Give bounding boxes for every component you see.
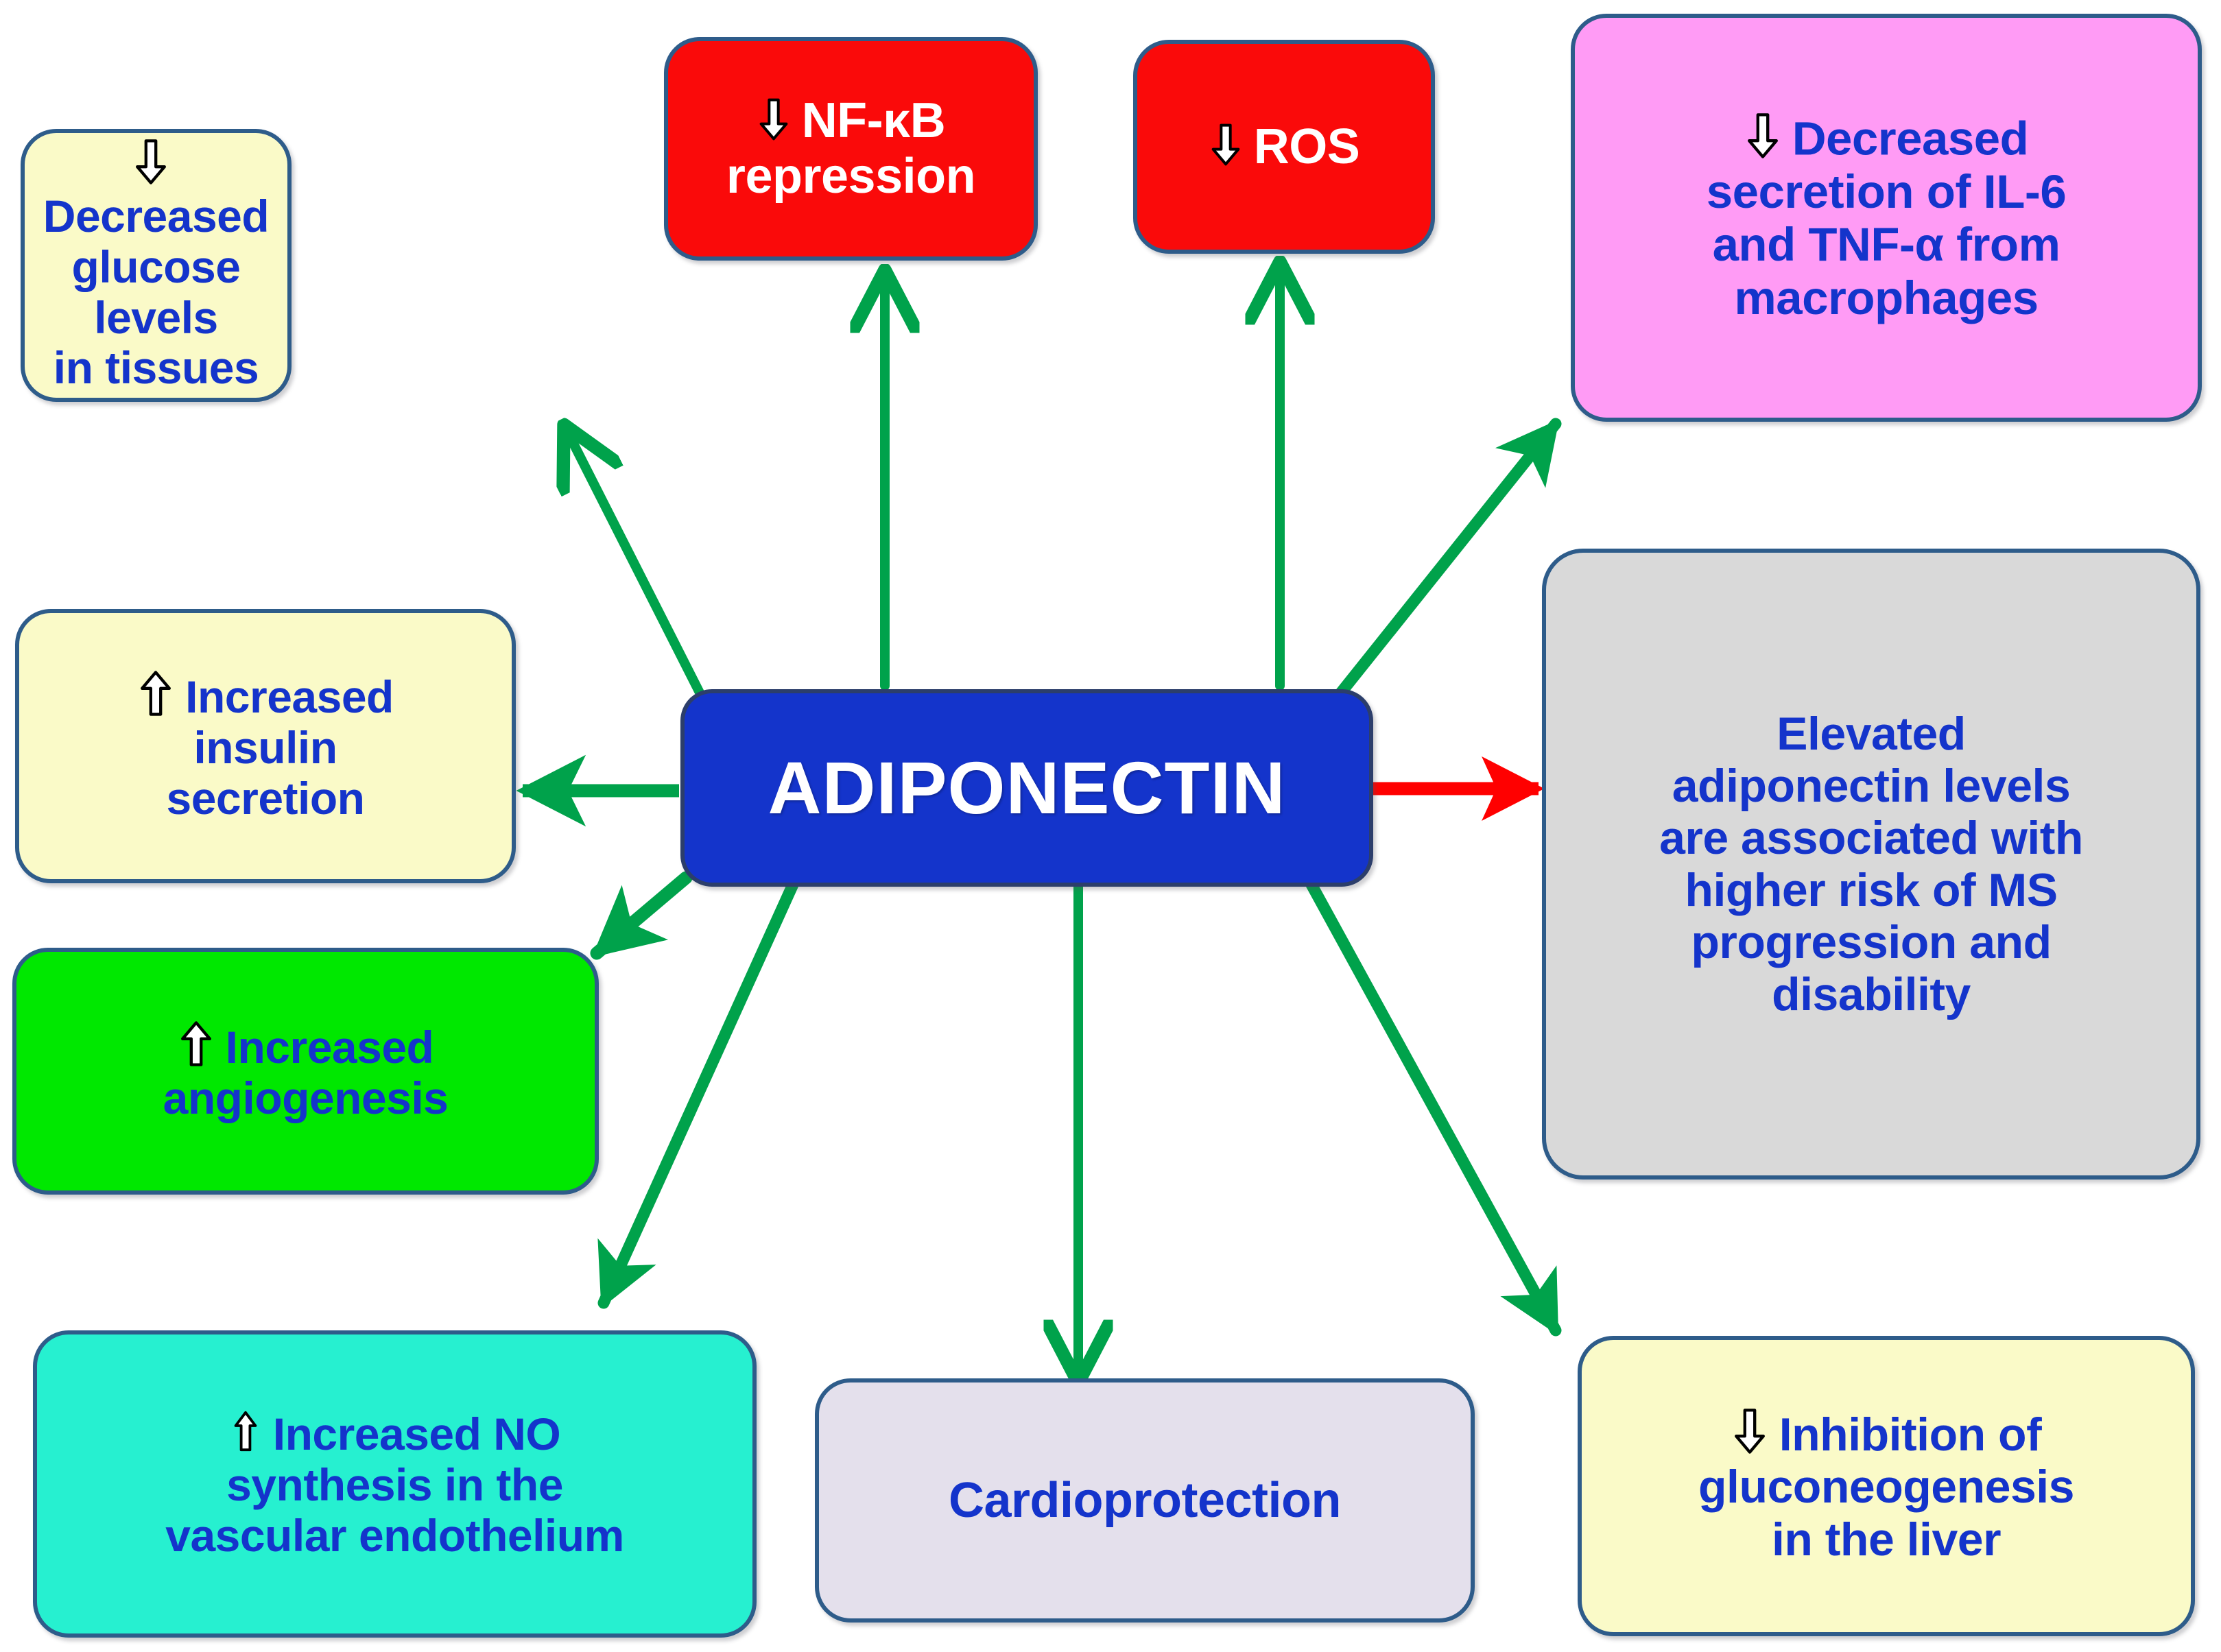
increased-no-synthesis-line-2: synthesis in the — [226, 1459, 563, 1510]
arrow-center-to-increased-angiogenesis — [590, 871, 693, 960]
decreased-il6-tnf-line-2: secretion of IL-6 — [1706, 165, 2067, 219]
up-arrow-icon — [137, 669, 174, 718]
decreased-il6-tnf-text: Decreased secretion of IL-6 and TNF-α fr… — [1697, 111, 2076, 324]
increased-insulin-text: Increased insulin secretion — [128, 669, 403, 824]
arrow-center-to-decreased-glucose — [566, 429, 704, 697]
node-decreased-il6-tnf[interactable]: Decreased secretion of IL-6 and TNF-α fr… — [1571, 14, 2202, 422]
increased-insulin-line-1: Increased — [185, 671, 394, 722]
node-nfkb-repression[interactable]: NF-κB repression — [664, 37, 1038, 261]
decreased-glucose-line-3: in tissues — [53, 342, 259, 394]
ros-line-1: ROS — [1253, 119, 1360, 174]
down-arrow-icon — [132, 137, 169, 187]
arrow-center-to-inhibition-gluconeogenesis — [1305, 878, 1562, 1337]
arrow-center-to-increased-no-synthesis — [597, 878, 799, 1309]
nfkb-repression-line-1: NF-κB — [801, 93, 946, 149]
increased-no-synthesis-line-3: vascular endothelium — [165, 1509, 624, 1561]
down-arrow-icon — [1731, 1406, 1768, 1456]
ms-progression-line-4: higher risk of MS — [1685, 864, 2058, 916]
ros-text: ROS — [1199, 119, 1370, 175]
node-ms-progression[interactable]: Elevated adiponectin levels are associat… — [1542, 549, 2200, 1180]
nfkb-repression-line-2: repression — [726, 149, 976, 204]
node-adiponectin-center[interactable]: ADIPONECTIN — [680, 689, 1373, 887]
decreased-il6-tnf-line-3: and TNF-α from — [1712, 218, 2060, 272]
increased-angiogenesis-line-1: Increased — [225, 1021, 434, 1073]
ms-progression-line-6: disability — [1772, 968, 1971, 1021]
ms-progression-text: Elevated adiponectin levels are associat… — [1650, 708, 2093, 1021]
cardioprotection-text: Cardioprotection — [939, 1473, 1351, 1529]
inhibition-gluconeogenesis-text: Inhibition of gluconeogenesis in the liv… — [1689, 1406, 2084, 1565]
increased-no-synthesis-line-1: Increased NO — [272, 1408, 561, 1459]
increased-insulin-line-2: insulin — [193, 721, 337, 773]
nfkb-repression-text: NF-κB repression — [717, 93, 985, 204]
ms-progression-line-3: are associated with — [1659, 811, 2083, 864]
decreased-glucose-text: Decreased glucose levels in tissues — [25, 137, 287, 394]
node-ros[interactable]: ROS — [1133, 40, 1435, 254]
node-cardioprotection[interactable]: Cardioprotection — [815, 1378, 1475, 1623]
ms-progression-line-1: Elevated — [1777, 707, 1966, 760]
node-inhibition-gluconeogenesis[interactable]: Inhibition of gluconeogenesis in the liv… — [1578, 1336, 2195, 1636]
node-increased-no-synthesis[interactable]: Increased NO synthesis in the vascular e… — [33, 1330, 757, 1638]
inhibition-gluconeogenesis-line-2: gluconeogenesis — [1698, 1461, 2074, 1513]
down-arrow-icon — [1209, 121, 1243, 169]
down-arrow-icon — [1744, 111, 1781, 160]
decreased-il6-tnf-line-4: macrophages — [1734, 271, 2039, 324]
node-increased-insulin[interactable]: Increased insulin secretion — [15, 609, 516, 883]
node-decreased-glucose[interactable]: Decreased glucose levels in tissues — [21, 129, 292, 402]
adiponectin-center-label: ADIPONECTIN — [768, 745, 1286, 829]
node-increased-angiogenesis[interactable]: Increased angiogenesis — [12, 948, 599, 1195]
increased-angiogenesis-text: Increased angiogenesis — [154, 1019, 458, 1124]
decreased-glucose-line-1: Decreased — [43, 190, 270, 241]
arrow-center-to-decreased-il6-tnf — [1335, 418, 1562, 699]
decreased-glucose-line-2: glucose levels — [71, 241, 241, 343]
cardioprotection-line-1: Cardioprotection — [948, 1472, 1342, 1528]
increased-angiogenesis-line-2: angiogenesis — [163, 1072, 449, 1123]
up-arrow-icon — [178, 1019, 215, 1068]
ms-progression-line-5: progression and — [1691, 916, 2052, 969]
down-arrow-icon — [757, 95, 791, 143]
decreased-il6-tnf-line-1: Decreased — [1792, 112, 2029, 165]
inhibition-gluconeogenesis-line-3: in the liver — [1771, 1513, 2002, 1566]
increased-insulin-line-3: secretion — [166, 772, 365, 824]
ms-progression-line-2: adiponectin levels — [1672, 759, 2071, 812]
up-arrow-icon — [229, 1407, 262, 1455]
increased-no-synthesis-text: Increased NO synthesis in the vascular e… — [156, 1407, 634, 1561]
inhibition-gluconeogenesis-line-1: Inhibition of — [1779, 1409, 2042, 1461]
